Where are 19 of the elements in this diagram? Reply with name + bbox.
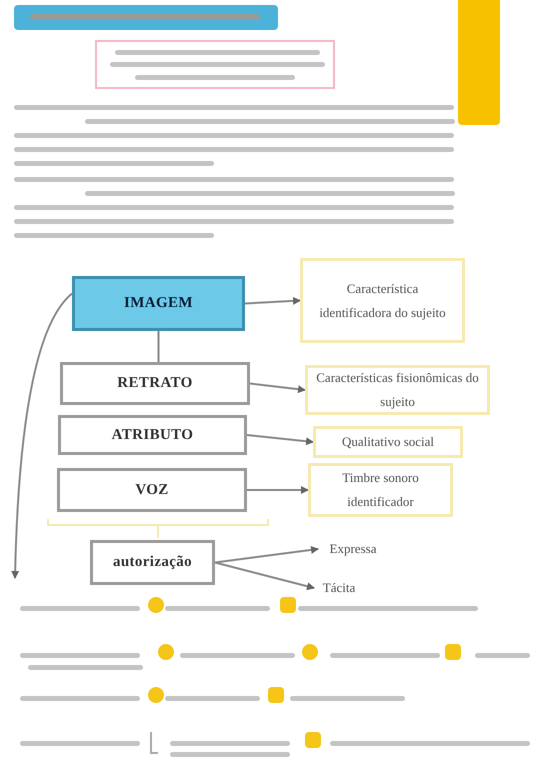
concept-box: autorização [90, 540, 215, 585]
description-box: Características fisionômicas do sujeito [305, 365, 490, 415]
description-box: Característica identificadora do sujeito [300, 258, 465, 343]
concept-box: RETRATO [60, 362, 250, 405]
arrow [250, 382, 306, 394]
description-box: Qualitativo social [313, 426, 463, 458]
arrow [11, 292, 73, 579]
arrow [214, 562, 315, 590]
concept-box: VOZ [57, 468, 247, 512]
arrow [247, 486, 309, 494]
description-box: Timbre sonoro identificador [308, 463, 453, 517]
arrow [214, 546, 319, 564]
label-text: Expressa [318, 538, 388, 560]
side-tab [458, 0, 500, 125]
arrow [244, 296, 301, 305]
concept-box: ATRIBUTO [58, 415, 247, 455]
arrow [246, 434, 314, 446]
label-text: Tácita [314, 578, 364, 598]
concept-box: IMAGEM [72, 276, 245, 331]
